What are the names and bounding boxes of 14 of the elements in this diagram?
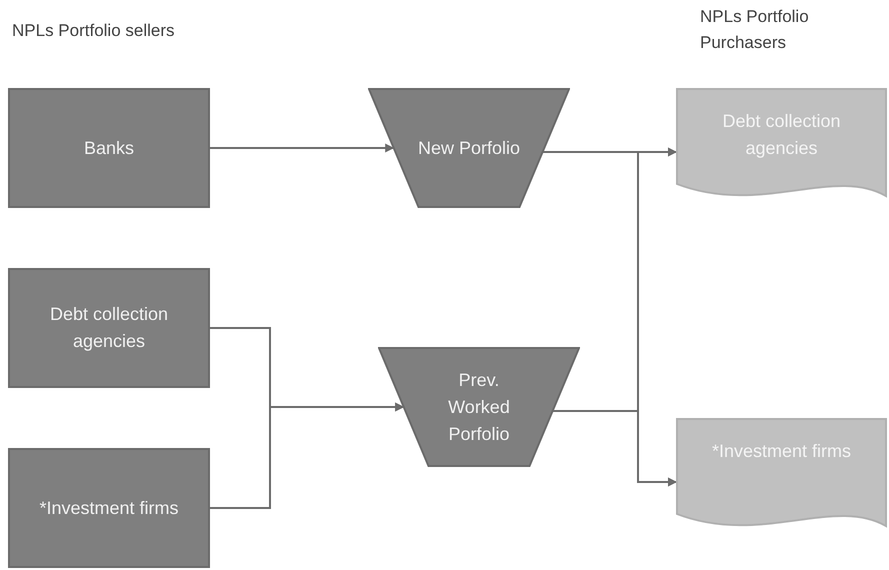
arrow (210, 144, 394, 152)
node-label: Banks (84, 136, 134, 160)
process-box (8, 268, 210, 388)
column-heading: NPLs Portfolio sellers (12, 20, 176, 42)
node-label: Prev. Worked Porfolio (447, 368, 511, 446)
trapezoid-shape (378, 347, 580, 467)
process-box (8, 88, 210, 208)
node-label: *Investment firms (39, 496, 179, 520)
arrow (210, 402, 404, 509)
node-label: Debt collection agencies (48, 303, 170, 353)
trapezoid-shape (368, 88, 570, 208)
column-heading: NPLs Portfolio Purchasers (700, 6, 810, 54)
process-box (8, 448, 210, 568)
node-label: New Porfolio (418, 136, 520, 160)
